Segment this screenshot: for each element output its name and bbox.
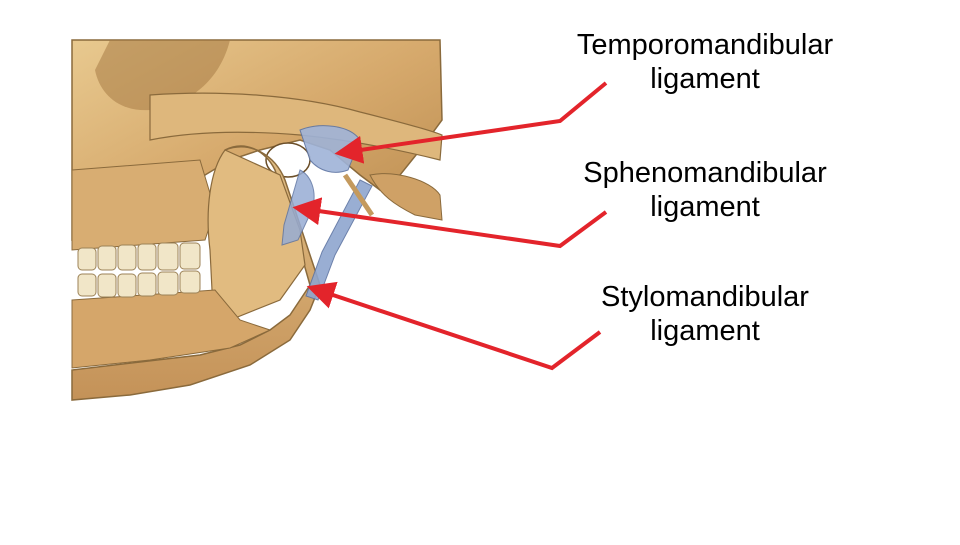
label-sphenomandibular-line1: Sphenomandibular xyxy=(583,157,827,189)
mandible xyxy=(71,145,321,401)
orbit xyxy=(95,40,230,111)
zygomatic-arch xyxy=(149,92,443,161)
label-stylomandibular-line2: ligament xyxy=(650,315,760,347)
label-sphenomandibular-line2: ligament xyxy=(650,191,760,223)
teeth xyxy=(77,242,201,298)
pointer-sphenomandibular xyxy=(292,197,608,249)
label-sphenomandibular-ligament: Sphenomandibular ligament xyxy=(545,156,865,224)
pointer-temporomandibular xyxy=(334,81,608,164)
mastoid-process xyxy=(369,173,443,221)
mandible-ramus xyxy=(207,149,306,321)
label-temporomandibular-line2: ligament xyxy=(650,63,760,95)
styloid-process xyxy=(342,173,375,217)
label-stylomandibular-ligament: Stylomandibular ligament xyxy=(540,280,870,348)
pointer-stylomandibular xyxy=(306,281,602,371)
label-temporomandibular-line1: Temporomandibular xyxy=(576,29,834,61)
mandible-body xyxy=(71,289,272,369)
label-temporomandibular-ligament: Temporomandibular ligament xyxy=(540,28,870,96)
maxilla xyxy=(71,159,216,251)
label-stylomandibular-line1: Stylomandibular xyxy=(601,281,809,313)
